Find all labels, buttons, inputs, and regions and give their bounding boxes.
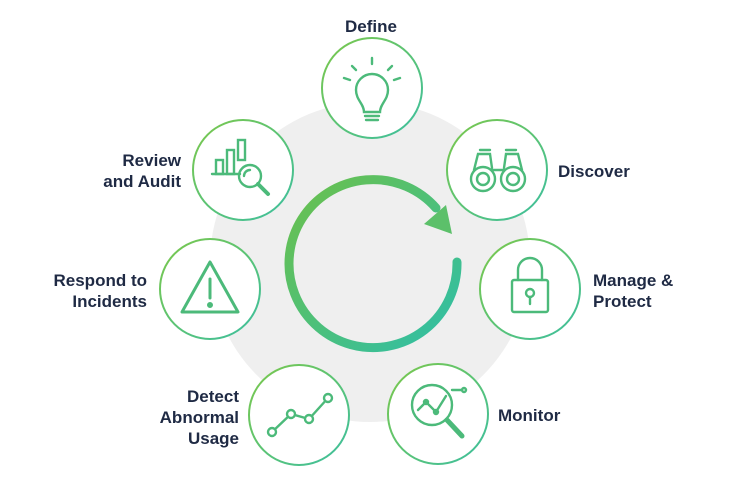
label-manage-protect: Manage & Protect xyxy=(593,271,674,311)
step-discover xyxy=(446,119,548,221)
step-circle xyxy=(192,119,294,221)
label-detect-abnormal-usage: Detect Abnormal Usage xyxy=(159,387,239,448)
padlock-icon xyxy=(510,256,550,314)
cycle-arrow xyxy=(284,175,462,353)
step-respond-to-incidents xyxy=(159,238,261,340)
arrow-head xyxy=(424,205,452,234)
line-chart-icon xyxy=(266,392,334,438)
step-detect-abnormal-usage xyxy=(248,364,350,466)
step-define xyxy=(321,37,423,139)
cycle-arc xyxy=(284,175,462,353)
label-monitor: Monitor xyxy=(498,406,561,425)
magnifier-chart-icon xyxy=(410,383,468,439)
step-review-and-audit xyxy=(192,119,294,221)
label-define: Define xyxy=(345,17,397,36)
lightbulb-icon xyxy=(342,56,402,122)
label-respond-to-incidents: Respond to Incidents xyxy=(53,271,148,311)
label-discover: Discover xyxy=(558,162,630,181)
bar-chart-search-icon xyxy=(210,138,270,196)
step-monitor xyxy=(387,363,489,465)
step-manage-protect xyxy=(479,238,581,340)
step-circle xyxy=(321,37,423,139)
binoculars-icon xyxy=(469,148,527,193)
label-review-and-audit: Review and Audit xyxy=(103,151,181,191)
warning-triangle-icon xyxy=(180,260,240,314)
